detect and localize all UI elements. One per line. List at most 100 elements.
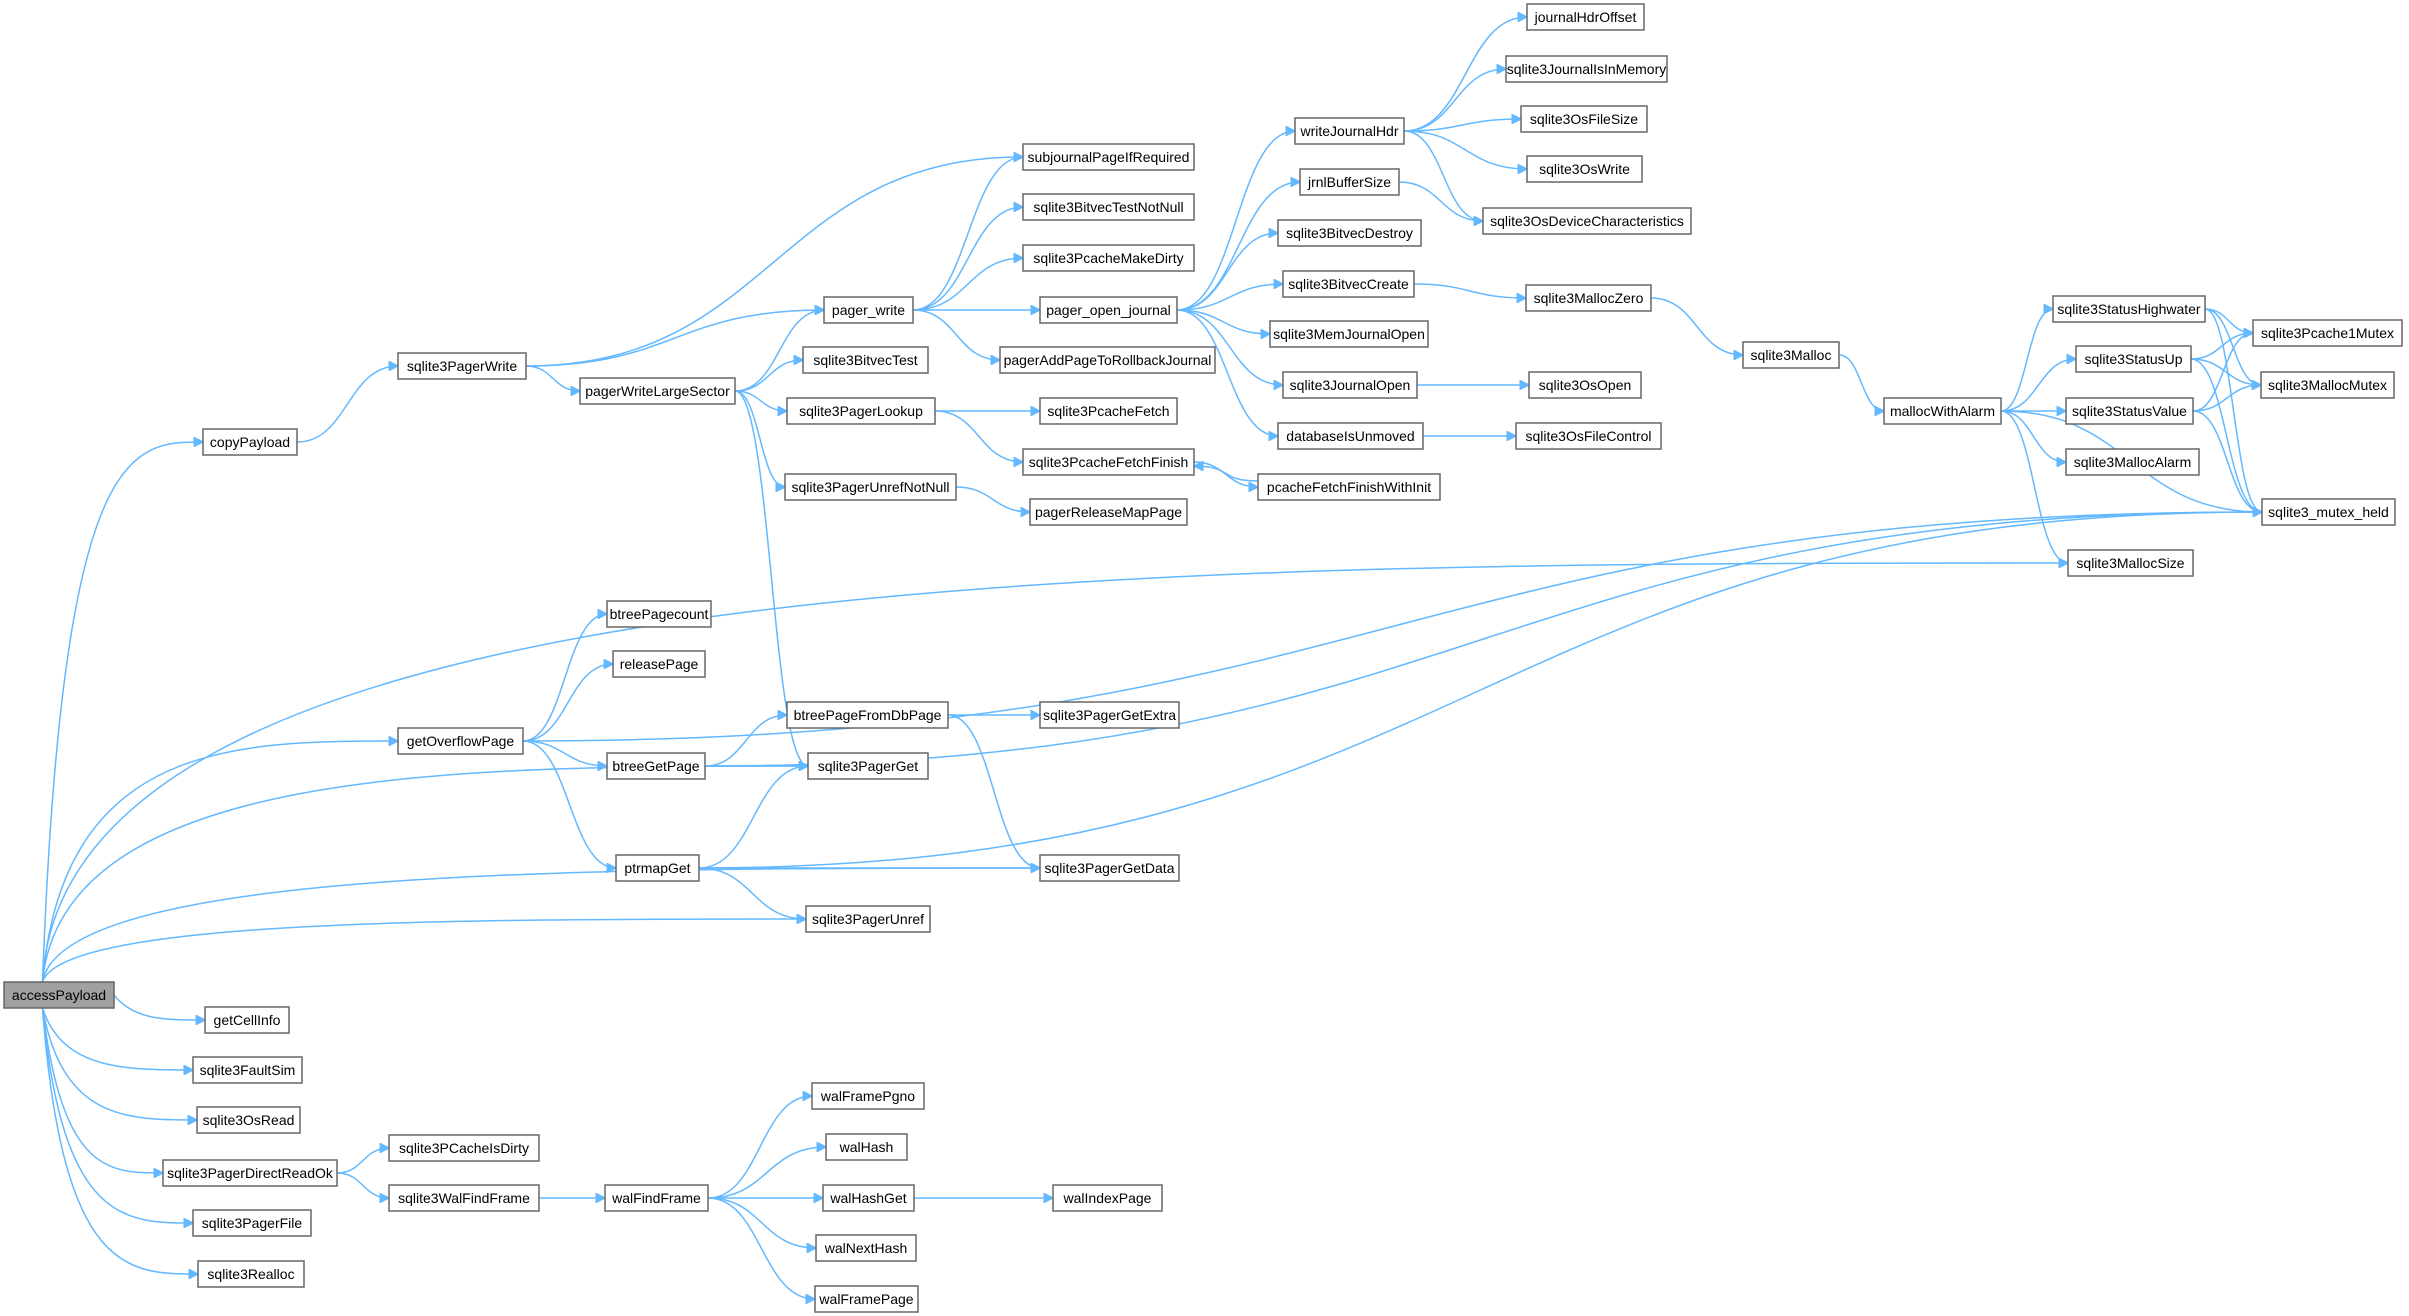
node-sqlite3-realloc[interactable]: sqlite3Realloc	[197, 1260, 305, 1288]
node-wal-hash-get[interactable]: walHashGet	[822, 1184, 915, 1212]
node-btree-pagecount[interactable]: btreePagecount	[606, 600, 712, 628]
edge-btree-page-from-db-page-to-sqlite3-pager-get-data	[947, 714, 1040, 868]
node-box	[814, 1285, 919, 1313]
node-box	[1277, 219, 1422, 247]
node-sqlite3-mem-journal-open[interactable]: sqlite3MemJournalOpen	[1269, 320, 1429, 348]
edge-write-journal-hdr-to-sqlite3-os-file-size	[1403, 119, 1521, 132]
node-label: btreeGetPage	[612, 758, 699, 774]
node-sqlite3-os-open[interactable]: sqlite3OsOpen	[1528, 371, 1642, 399]
node-box	[2067, 549, 2194, 577]
node-label: sqlite3StatusHighwater	[2057, 301, 2201, 317]
node-jrnl-buffer-size[interactable]: jrnlBufferSize	[1299, 168, 1400, 196]
node-sqlite3-os-write[interactable]: sqlite3OsWrite	[1526, 155, 1643, 183]
node-sqlite3-status-highwater[interactable]: sqlite3StatusHighwater	[2052, 295, 2206, 323]
node-sqlite3-malloc-alarm[interactable]: sqlite3MallocAlarm	[2065, 448, 2200, 476]
node-btree-page-from-db-page[interactable]: btreePageFromDbPage	[786, 701, 949, 729]
node-get-overflow-page[interactable]: getOverflowPage	[397, 727, 524, 755]
node-sqlite3-pager-unref[interactable]: sqlite3PagerUnref	[805, 905, 931, 933]
node-sqlite3-pager-file[interactable]: sqlite3PagerFile	[192, 1209, 312, 1237]
node-access-payload[interactable]: accessPayload	[3, 981, 115, 1009]
node-sqlite3-bitvec-destroy[interactable]: sqlite3BitvecDestroy	[1277, 219, 1422, 247]
node-wal-index-page[interactable]: walIndexPage	[1052, 1184, 1163, 1212]
node-box	[1052, 1184, 1163, 1212]
edge-jrnl-buffer-size-to-sqlite3-os-device-characteristics	[1398, 181, 1483, 221]
node-sqlite3-malloc-size[interactable]: sqlite3MallocSize	[2067, 549, 2194, 577]
node-release-page[interactable]: releasePage	[612, 650, 706, 678]
node-sqlite3-journal-is-in-memory[interactable]: sqlite3JournalIsInMemory	[1505, 55, 1668, 83]
node-label: copyPayload	[210, 434, 290, 450]
node-sqlite3-bitvec-create[interactable]: sqlite3BitvecCreate	[1282, 270, 1415, 298]
node-sqlite3-pager-lookup[interactable]: sqlite3PagerLookup	[786, 397, 936, 425]
node-pcache-fetch-finish-with-init[interactable]: pcacheFetchFinishWithInit	[1257, 473, 1441, 501]
node-pager-write[interactable]: pager_write	[823, 296, 914, 324]
node-sqlite3-pcache1-mutex[interactable]: sqlite3Pcache1Mutex	[2252, 319, 2403, 347]
node-label: sqlite3PagerUnref	[812, 911, 924, 927]
node-ptrmap-get[interactable]: ptrmapGet	[615, 854, 700, 882]
node-sqlite3-fault-sim[interactable]: sqlite3FaultSim	[192, 1056, 303, 1084]
node-sqlite3-pager-write[interactable]: sqlite3PagerWrite	[397, 352, 527, 380]
node-label: pager_write	[832, 302, 905, 318]
node-sqlite3-malloc[interactable]: sqlite3Malloc	[1742, 341, 1840, 369]
node-sqlite3-bitvec-test[interactable]: sqlite3BitvecTest	[802, 346, 929, 374]
node-sqlite3-journal-open[interactable]: sqlite3JournalOpen	[1282, 371, 1418, 399]
node-wal-frame-page[interactable]: walFramePage	[814, 1285, 919, 1313]
node-sqlite3-status-up[interactable]: sqlite3StatusUp	[2075, 345, 2192, 373]
node-wal-find-frame[interactable]: walFindFrame	[604, 1184, 709, 1212]
node-label: releasePage	[620, 656, 699, 672]
node-wal-frame-pgno[interactable]: walFramePgno	[811, 1082, 925, 1110]
node-pager-write-large-sector[interactable]: pagerWriteLargeSector	[579, 377, 736, 405]
node-btree-get-page[interactable]: btreeGetPage	[606, 752, 706, 780]
node-pager-release-map-page[interactable]: pagerReleaseMapPage	[1029, 498, 1188, 526]
node-journal-hdr-offset[interactable]: journalHdrOffset	[1526, 3, 1645, 31]
node-box	[1515, 422, 1662, 450]
node-label: getOverflowPage	[407, 733, 515, 749]
node-label: sqlite3PagerLookup	[799, 403, 923, 419]
node-sqlite3-os-read[interactable]: sqlite3OsRead	[196, 1106, 301, 1134]
node-box	[615, 854, 700, 882]
node-sqlite3-malloc-zero[interactable]: sqlite3MallocZero	[1525, 284, 1652, 312]
node-box	[802, 346, 929, 374]
node-box	[612, 650, 706, 678]
node-sqlite3-status-value[interactable]: sqlite3StatusValue	[2065, 397, 2194, 425]
edge-pager-open-journal-to-sqlite3-journal-open	[1176, 309, 1283, 385]
node-sqlite3-pcache-make-dirty[interactable]: sqlite3PcacheMakeDirty	[1022, 244, 1195, 272]
node-write-journal-hdr[interactable]: writeJournalHdr	[1294, 117, 1405, 145]
node-box	[825, 1133, 908, 1161]
node-subjournal-page-if-required[interactable]: subjournalPageIfRequired	[1022, 143, 1195, 171]
node-sqlite3-pcache-fetch-finish[interactable]: sqlite3PcacheFetchFinish	[1022, 448, 1195, 476]
node-sqlite3-pager-get-data[interactable]: sqlite3PagerGetData	[1039, 854, 1180, 882]
node-label: sqlite3OsOpen	[1539, 377, 1632, 393]
edge-sqlite3-pager-direct-read-ok-to-sqlite3-pcache-is-dirty	[336, 1148, 389, 1174]
node-sqlite3-pager-get[interactable]: sqlite3PagerGet	[807, 752, 929, 780]
node-sqlite3-pager-unref-not-null[interactable]: sqlite3PagerUnrefNotNull	[784, 473, 957, 501]
node-malloc-with-alarm[interactable]: mallocWithAlarm	[1883, 397, 2002, 425]
node-pager-open-journal[interactable]: pager_open_journal	[1039, 296, 1178, 324]
node-sqlite3-pcache-is-dirty[interactable]: sqlite3PCacheIsDirty	[388, 1134, 540, 1162]
node-box	[202, 428, 298, 456]
node-sqlite3-pager-direct-read-ok[interactable]: sqlite3PagerDirectReadOk	[162, 1159, 338, 1187]
node-sqlite3-os-device-characteristics[interactable]: sqlite3OsDeviceCharacteristics	[1482, 207, 1692, 235]
node-label: sqlite3PcacheFetch	[1047, 403, 1169, 419]
node-box	[786, 701, 949, 729]
node-sqlite3-malloc-mutex[interactable]: sqlite3MallocMutex	[2260, 371, 2395, 399]
node-sqlite3-mutex-held[interactable]: sqlite3_mutex_held	[2261, 498, 2396, 526]
node-copy-payload[interactable]: copyPayload	[202, 428, 298, 456]
edge-pager-open-journal-to-sqlite3-bitvec-create	[1176, 284, 1283, 311]
node-sqlite3-pcache-fetch[interactable]: sqlite3PcacheFetch	[1039, 397, 1178, 425]
node-sqlite3-wal-find-frame[interactable]: sqlite3WalFindFrame	[388, 1184, 540, 1212]
node-label: subjournalPageIfRequired	[1028, 149, 1190, 165]
node-label: sqlite3PCacheIsDirty	[399, 1140, 529, 1156]
node-sqlite3-pager-get-extra[interactable]: sqlite3PagerGetExtra	[1039, 701, 1180, 729]
node-box	[786, 397, 936, 425]
node-wal-next-hash[interactable]: walNextHash	[815, 1234, 917, 1262]
node-label: sqlite3MallocMutex	[2268, 377, 2387, 393]
node-sqlite3-os-file-control[interactable]: sqlite3OsFileControl	[1515, 422, 1662, 450]
node-box	[2252, 319, 2403, 347]
node-wal-hash[interactable]: walHash	[825, 1133, 908, 1161]
node-database-is-unmoved[interactable]: databaseIsUnmoved	[1277, 422, 1424, 450]
node-label: sqlite3OsFileControl	[1525, 428, 1651, 444]
node-sqlite3-os-file-size[interactable]: sqlite3OsFileSize	[1520, 105, 1648, 133]
node-pager-add-page-to-rollback-journal[interactable]: pagerAddPageToRollbackJournal	[999, 346, 1216, 374]
node-get-cell-info[interactable]: getCellInfo	[204, 1006, 290, 1034]
node-sqlite3-bitvec-test-not-null[interactable]: sqlite3BitvecTestNotNull	[1022, 193, 1195, 221]
